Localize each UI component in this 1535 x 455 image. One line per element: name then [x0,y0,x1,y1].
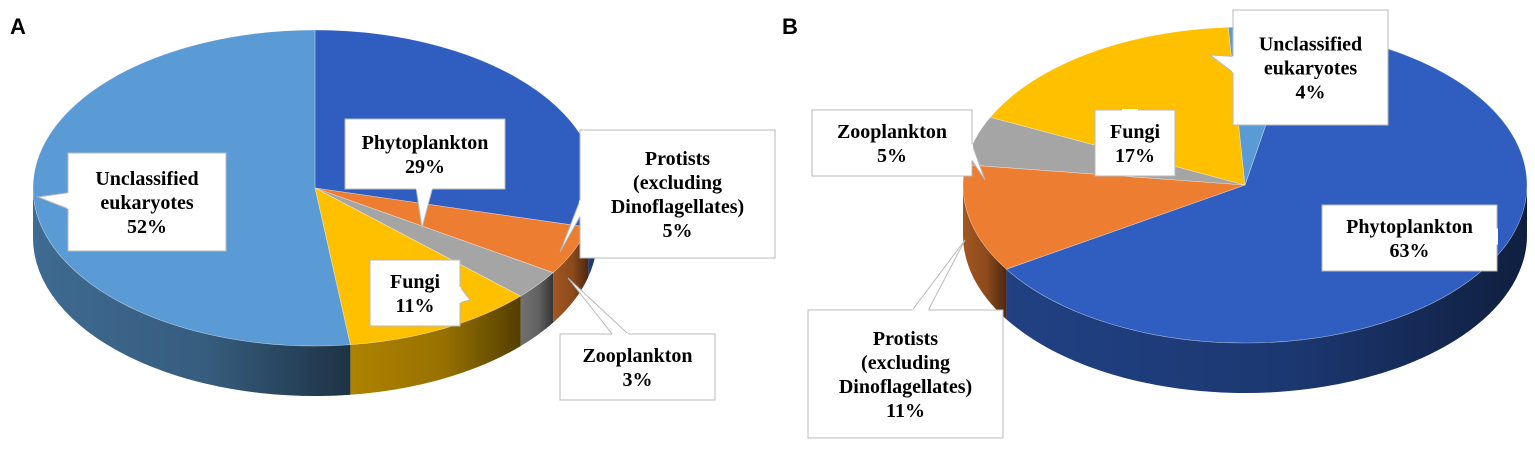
label-text: eukaryotes [1264,58,1358,80]
callout-box [1232,9,1389,126]
label-value: 5% [877,145,907,167]
callout-box [369,259,461,327]
callout-box [344,118,506,190]
label-value: 11% [396,295,435,317]
label-text: Unclassified [1259,34,1362,56]
label-value: 5% [663,220,693,242]
callout-box [811,109,973,177]
side-shade-zooplankton [520,272,554,347]
side-shade-fungi [350,296,521,395]
label-text: Fungi [1110,121,1160,143]
label-text: Dinoflagellates) [839,376,972,398]
label-value: 17% [1115,145,1155,167]
label-text: Phytoplankton [362,132,489,154]
label-value: 52% [127,216,167,238]
label-value: 3% [623,369,653,391]
label-text: Fungi [390,271,440,293]
label-text: Phytoplankton [1346,216,1473,238]
side-shade-protists-excluding-dinoflagellates [553,227,589,323]
callout-pointer [911,239,966,311]
label-text: Zooplankton [582,345,692,367]
side-shade-phytoplankton [1006,185,1527,394]
pie-sides [33,188,597,396]
callout-box [579,129,776,259]
panel-letter-a: A [10,14,26,39]
label-value: 4% [1296,82,1326,104]
callout-box [807,309,1004,439]
callout-pointer [567,277,630,335]
slice-fungi [989,26,1246,186]
side-shade-protists-excluding-dinoflagellates [963,185,1007,320]
label-value: 29% [405,156,445,178]
label-text: Protists [645,148,710,170]
callout-box [1321,204,1498,272]
callout-box [1094,109,1176,177]
panel-letter-b: B [782,14,798,39]
label-value: 11% [886,400,925,422]
side-shade-unclassified-eukaryotes [33,188,351,396]
pie-sides [963,185,1527,394]
label-text: Unclassified [95,168,198,190]
label-text: Dinoflagellates) [611,196,744,218]
callout-box [67,152,227,252]
label-text: (excluding [861,352,950,374]
label-text: Zooplankton [837,121,947,143]
label-text: eukaryotes [100,192,194,214]
label-value: 63% [1390,240,1430,262]
label-text: (excluding [633,172,722,194]
label-text: Protists [873,328,938,350]
callout-box [559,333,716,401]
